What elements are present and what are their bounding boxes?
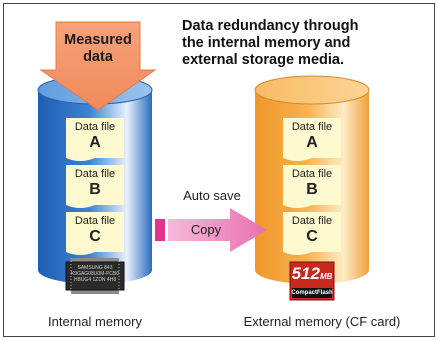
copy-label: Copy [190,222,222,237]
internal-memory-caption: Internal memory [48,314,142,329]
file-name: Data file [291,168,333,180]
internal-file-b-label: Data file B [66,168,124,199]
title-line-1: Data redundancy through [182,18,359,34]
title-line-2: the internal memory and [182,35,351,51]
external-file-a-label: Data file A [283,121,341,152]
file-letter: A [89,134,101,151]
file-name: Data file [74,168,116,180]
cf-card-icon [289,261,335,301]
internal-file-a-label: Data file A [66,121,124,152]
file-name: Data file [291,121,333,133]
memory-chip-icon [65,258,125,294]
file-letter: B [306,181,318,198]
cf-card-capacity: 512MB [291,264,333,283]
file-letter: C [306,228,318,245]
internal-file-c-label: Data file C [66,215,124,246]
internal-file-a [66,118,124,161]
cf-card-brand: CompactFlash [291,290,333,296]
external-file-c [283,212,341,255]
file-letter: C [89,228,101,245]
chip-text: SAMSUNG 843 K9GAG08U0M-PCB0 HBUG4 1ZDN 4… [70,265,120,283]
measured-data-arrow [39,21,157,111]
file-name: Data file [74,215,116,227]
internal-file-b [66,165,124,208]
file-name: Data file [74,121,116,133]
external-file-a [283,118,341,161]
copy-arrow [155,208,267,252]
external-memory-caption: External memory (CF card) [243,314,401,329]
internal-file-c [66,212,124,255]
external-file-b-label: Data file B [283,168,341,199]
file-name: Data file [291,215,333,227]
file-letter: A [306,134,318,151]
diagram-title: Data redundancy through the internal mem… [182,18,422,69]
external-file-b [283,165,341,208]
title-line-3: external storage media. [182,52,344,68]
auto-save-label: Auto save [183,188,241,203]
measured-data-label: Measured data [64,32,132,65]
file-letter: B [89,181,101,198]
external-file-c-label: Data file C [283,215,341,246]
